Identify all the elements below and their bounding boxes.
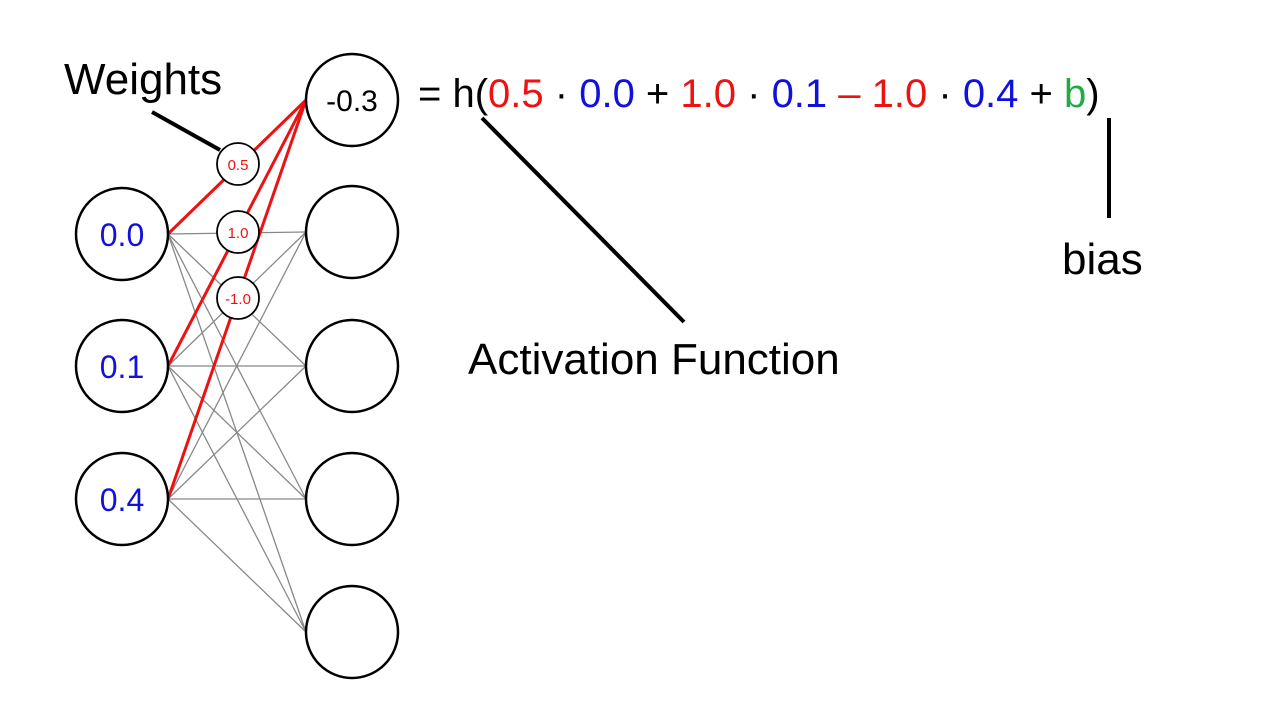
output-node-1 — [304, 52, 400, 148]
input-node-2 — [74, 318, 170, 414]
eq-weight-2: 1.0 — [680, 72, 737, 116]
input-value-1: 0.0 — [100, 217, 144, 253]
hidden-node-4 — [304, 451, 400, 547]
eq-minus: – — [827, 72, 872, 116]
eq-plus-1: + — [634, 72, 681, 116]
activation-pointer-line — [480, 116, 686, 324]
eq-input-1: 0.0 — [579, 72, 635, 116]
connection-10 — [167, 365, 307, 500]
eq-plus-2: + — [1018, 72, 1065, 116]
weight-value-3: -1.0 — [225, 291, 251, 308]
weights-pointer-line — [151, 110, 221, 152]
eq-suffix: ) — [1086, 72, 1100, 116]
eq-bias: b — [1064, 72, 1087, 116]
output-value: -0.3 — [326, 85, 378, 118]
connection-12 — [167, 498, 307, 633]
connection-9 — [167, 231, 307, 500]
activation-function-label: Activation Function — [468, 335, 840, 384]
eq-dot-3: · — [927, 72, 963, 116]
weight-badge-3 — [216, 276, 260, 320]
weight-value-1: 0.5 — [228, 157, 249, 174]
pointer-lines — [151, 110, 1111, 324]
hidden-node-3 — [304, 318, 400, 414]
weight-badges: 0.5 1.0 -1.0 — [216, 142, 260, 320]
input-node-1 — [74, 186, 170, 282]
eq-dot-1: · — [543, 72, 580, 116]
eq-input-2: 0.1 — [771, 72, 828, 116]
eq-input-3: 0.4 — [962, 72, 1019, 116]
bias-label: bias — [1062, 235, 1143, 284]
weights-label: Weights — [64, 55, 223, 104]
weight-badge-2 — [216, 210, 260, 254]
input-value-3: 0.4 — [100, 482, 144, 518]
eq-prefix: = h( — [418, 72, 489, 116]
weight-value-2: 1.0 — [228, 225, 249, 242]
input-node-3 — [74, 451, 170, 547]
nodes: 0.0 0.1 0.4 -0.3 — [74, 52, 400, 680]
hidden-node-5 — [304, 584, 400, 680]
eq-weight-1: 0.5 — [488, 72, 544, 116]
eq-dot-2: · — [736, 72, 772, 116]
eq-weight-3: 1.0 — [871, 72, 928, 116]
weight-badge-1 — [216, 142, 260, 186]
input-value-2: 0.1 — [100, 349, 144, 385]
hidden-node-2 — [304, 184, 400, 280]
equation: = h(0.5 · 0.0 + 1.0 · 0.1 – 1.0 · 0.4 + … — [418, 74, 1100, 114]
